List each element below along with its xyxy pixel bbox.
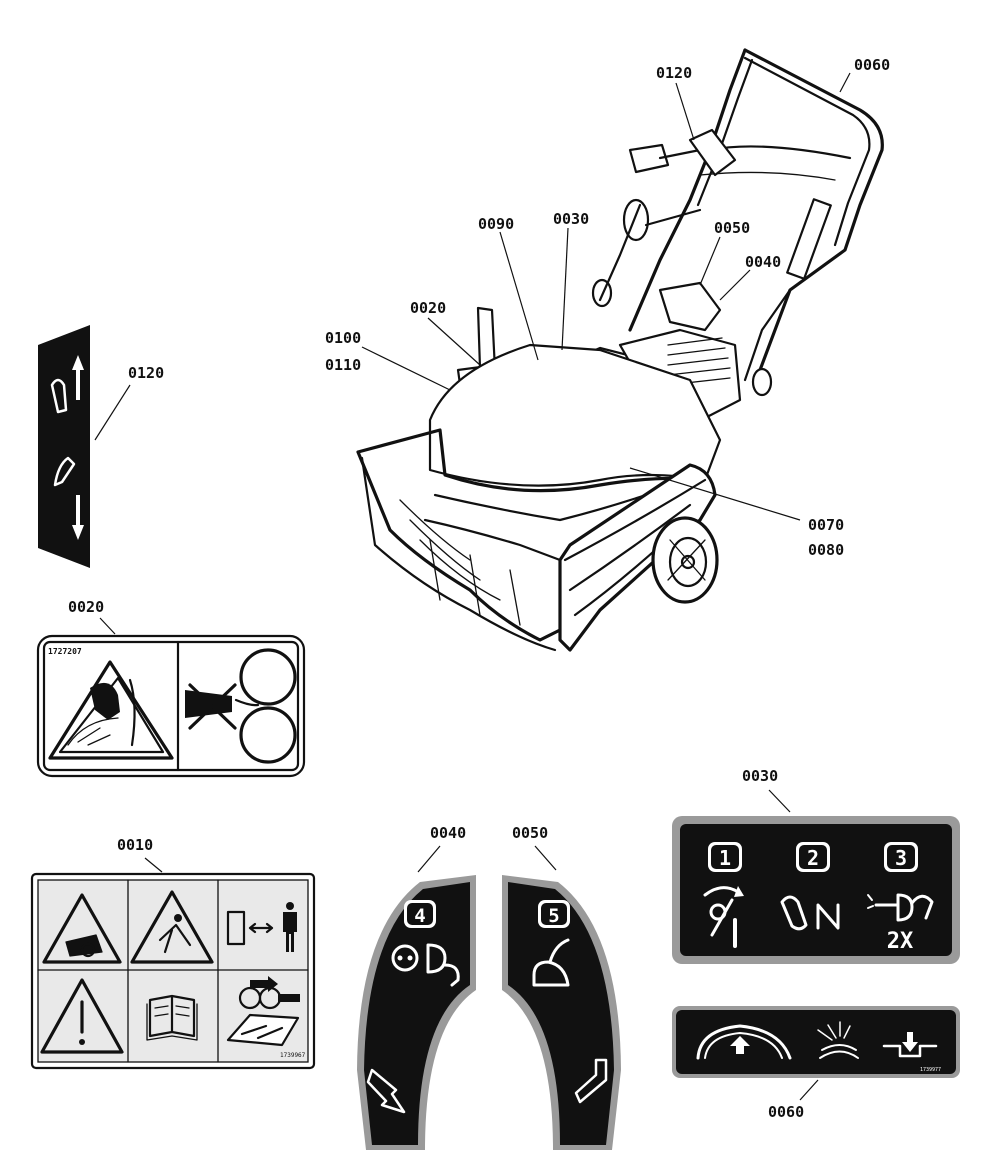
warning-triangle-icon (42, 893, 122, 964)
callout-0030-decal: 0030 (742, 767, 778, 785)
no-hands-impeller-icon (185, 648, 297, 764)
callout-0040-machine: 0040 (745, 253, 781, 271)
callout-0040-decal: 0040 (430, 824, 466, 842)
callout-0060-machine: 0060 (854, 56, 890, 74)
decal-0030-step-2: 2 (807, 846, 819, 870)
callout-0080: 0080 (808, 541, 844, 559)
arrow-down-icon (574, 1058, 608, 1104)
machine-leader-lines (361, 72, 851, 521)
decal-0030: 1 2 3 2X (672, 816, 960, 964)
primer-icon (867, 893, 934, 922)
decal-0010: 1739967 (30, 872, 316, 1070)
warning-triangle-icon (40, 978, 124, 1054)
decal-0060: 1739977 (672, 1006, 960, 1078)
warning-triangle-icon (130, 890, 214, 964)
callout-0050-machine: 0050 (714, 219, 750, 237)
decal-0040: 4 (357, 875, 476, 1150)
upper-handle (628, 48, 884, 372)
callout-0050-decal: 0050 (512, 824, 548, 842)
callout-0010-decal: 0010 (117, 836, 153, 854)
decal-0060-part-number: 1739977 (920, 1067, 941, 1073)
key-icon (238, 976, 300, 1010)
decal-0020-part-number: 1727207 (48, 647, 82, 656)
choke-icon (780, 895, 840, 931)
callout-0100: 0100 (325, 329, 361, 347)
auger-snow-icon (817, 1021, 859, 1059)
recoil-starter-icon (532, 938, 570, 987)
decal-0020: 1727207 (36, 634, 306, 778)
decal-0030-step-1: 1 (719, 846, 731, 870)
keep-distance-icon (226, 902, 297, 952)
hand-in-chute-icon (67, 678, 136, 747)
controls (591, 128, 792, 397)
chute-up-icon (50, 378, 68, 414)
callout-0120-decal: 0120 (128, 364, 164, 382)
service-manual-icon (226, 1013, 300, 1047)
callout-0090: 0090 (478, 215, 514, 233)
callout-0020-decal: 0020 (68, 598, 104, 616)
decal-0120 (38, 325, 90, 568)
decal-0010-part-number: 1739967 (280, 1052, 306, 1059)
decal-0050-step: 5 (548, 905, 559, 927)
callout-0120-machine: 0120 (656, 64, 692, 82)
auger-control-handle-icon (696, 1024, 792, 1060)
snow-thrower-illustration (356, 48, 884, 652)
wheel (651, 516, 719, 604)
decal-0030-repeat-count: 2X (887, 929, 914, 954)
chute-down-icon (53, 456, 76, 487)
callout-0030-machine: 0030 (553, 210, 589, 228)
decal-0040-step: 4 (414, 905, 425, 927)
callout-0020-machine: 0020 (410, 299, 446, 317)
arrow-down-icon (366, 1068, 406, 1114)
open-book-icon (146, 994, 198, 1041)
release-handle-icon (882, 1032, 938, 1058)
decal-0030-step-3: 3 (895, 846, 907, 870)
callout-0060-decal: 0060 (768, 1103, 804, 1121)
callout-0110: 0110 (325, 356, 361, 374)
arrow-up-icon (72, 355, 84, 400)
decal-0050: 5 (502, 875, 621, 1150)
plug-electric-starter-icon (391, 943, 460, 987)
arrow-down-icon (72, 495, 84, 540)
ignition-on-off-icon (703, 886, 744, 948)
callout-0070: 0070 (808, 516, 844, 534)
